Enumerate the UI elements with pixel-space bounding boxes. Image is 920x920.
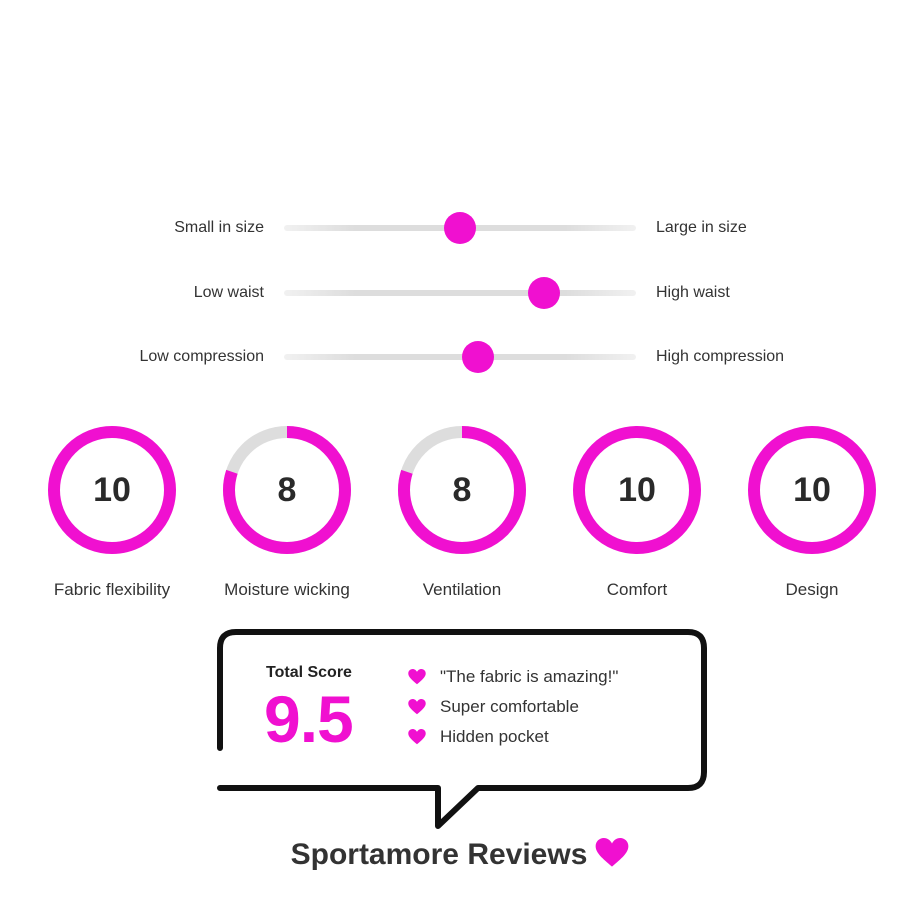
rating-value: 8 <box>452 471 472 509</box>
rating-value: 10 <box>618 471 656 509</box>
ring-graphic <box>748 426 876 554</box>
ring-graphic <box>48 426 176 554</box>
heart-icon <box>408 669 426 685</box>
rating-ring: 10 <box>742 420 882 560</box>
list-item: "The fabric is amazing!" <box>408 662 618 692</box>
highlight-text: Super comfortable <box>440 697 579 716</box>
rating-ring: 8 <box>217 420 357 560</box>
slider-label-right: Large in size <box>656 219 747 236</box>
slider-waist: Low waist High waist <box>0 273 920 313</box>
slider-compression: Low compression High compression <box>0 337 920 377</box>
rating-label: Comfort <box>606 580 668 599</box>
slider-size: Small in size Large in size <box>0 208 920 248</box>
total-score-title: Total Score <box>266 664 352 681</box>
rating-ring: 10 <box>567 420 707 560</box>
rating-label: Moisture wicking <box>224 580 350 599</box>
rating-label: Ventilation <box>422 580 502 599</box>
total-score-value: 9.5 <box>264 682 354 756</box>
slider-label-right: High waist <box>656 284 730 301</box>
slider-label-right: High compression <box>656 348 785 365</box>
slider-track <box>284 212 636 244</box>
slider-track <box>284 277 636 309</box>
slider-label-left: Low compression <box>139 348 265 365</box>
brand-name: Sportamore Reviews <box>290 838 588 871</box>
slider-label-left: Small in size <box>174 219 264 236</box>
highlight-text: "The fabric is amazing!" <box>440 667 619 686</box>
rating-label: Design <box>785 580 839 599</box>
heart-icon <box>408 699 426 715</box>
ring-graphic <box>398 426 526 554</box>
ring-progress <box>223 426 351 554</box>
slider-thumb <box>528 277 561 309</box>
ring-graphic <box>223 426 351 554</box>
rating-value: 8 <box>277 471 297 509</box>
ring-graphic <box>573 426 701 554</box>
ring-progress <box>748 426 876 554</box>
rating-value: 10 <box>793 471 831 509</box>
ring-progress <box>573 426 701 554</box>
slider-track <box>284 341 636 373</box>
list-item: Hidden pocket <box>408 722 618 752</box>
list-item: Super comfortable <box>408 692 618 722</box>
rating-value: 10 <box>93 471 131 509</box>
ring-progress <box>48 426 176 554</box>
ring-progress <box>398 426 526 554</box>
highlight-text: Hidden pocket <box>440 727 549 746</box>
slider-label-left: Low waist <box>193 284 264 301</box>
brand-title: Sportamore Reviews <box>0 838 920 872</box>
rating-ring: 8 <box>392 420 532 560</box>
heart-icon <box>596 838 629 867</box>
slider-thumb <box>461 341 494 373</box>
rating-ring: 10 <box>42 420 182 560</box>
heart-icon <box>408 729 426 745</box>
slider-thumb <box>444 212 476 244</box>
highlights-list: "The fabric is amazing!" Super comfortab… <box>408 662 618 752</box>
rating-label: Fabric flexibility <box>53 580 171 599</box>
